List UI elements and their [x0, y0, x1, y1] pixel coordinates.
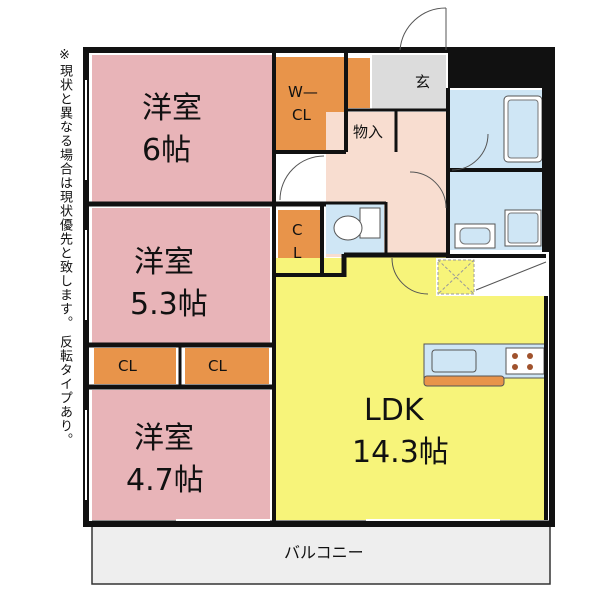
storage-label: 物入 [353, 123, 383, 141]
room-type-5-3: 洋室 [134, 245, 194, 280]
room-type-6: 洋室 [142, 91, 202, 126]
closet-right-label: CL [208, 357, 227, 375]
closet-vertical-label-2: L [293, 244, 302, 262]
closet-vertical-label-1: C [292, 221, 302, 239]
western-room-6 [92, 55, 272, 202]
ldk-size: 14.3帖 [352, 435, 449, 470]
entrance [372, 55, 446, 110]
closet-right [185, 348, 269, 384]
walk-in-closet-label-2: CL [292, 106, 311, 124]
room-size-6: 6帖 [142, 133, 191, 168]
room-size-5-3: 5.3帖 [130, 287, 208, 322]
walk-in-closet-label-1: W— [288, 83, 318, 101]
ldk-label: LDK [364, 393, 425, 428]
room-size-4-7: 4.7帖 [126, 463, 204, 498]
entrance-label: 玄 [415, 73, 430, 91]
western-room-5-3 [92, 208, 270, 343]
closet-left [94, 348, 176, 384]
disclaimer-note: ※現状と異なる場合は現状優先と致します。 反転タイプあり。 [57, 48, 72, 448]
balcony-label: バルコニー [284, 543, 364, 562]
room-type-4-7: 洋室 [134, 421, 194, 456]
western-room-4-7 [92, 390, 270, 520]
balcony [91, 521, 551, 585]
closet-left-label: CL [118, 357, 137, 375]
ldk-room [276, 256, 546, 520]
